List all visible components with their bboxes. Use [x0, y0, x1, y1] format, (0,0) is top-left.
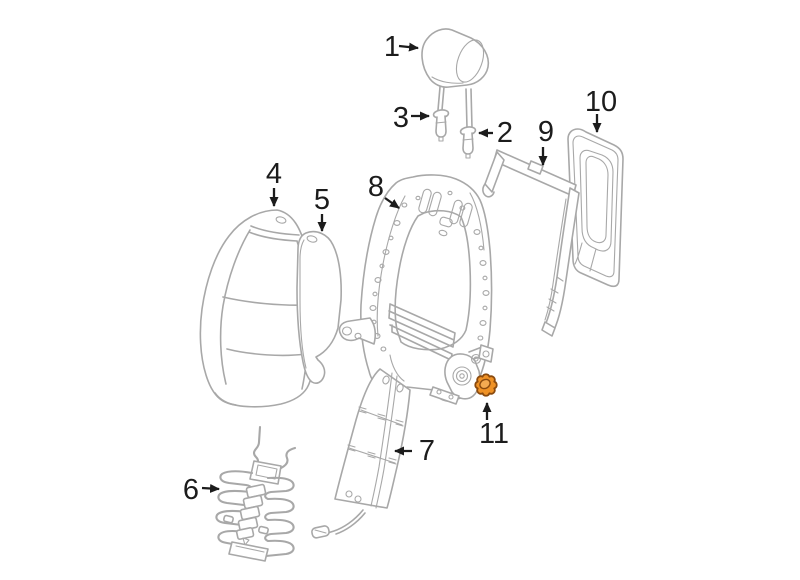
lumbar-top-wires [252, 425, 297, 470]
back-panel-recess [574, 149, 614, 272]
callout-7: 7 [394, 435, 435, 467]
trim-frame-leg-detail [544, 198, 567, 321]
callout-4: 4 [266, 158, 282, 207]
callout-2: 2 [478, 117, 513, 149]
callout-5-label: 5 [314, 184, 330, 216]
part-lumbar-support [215, 425, 297, 562]
callout-4-label: 4 [266, 158, 282, 190]
guide-left-detail [435, 121, 447, 142]
callout-1: 1 [384, 31, 419, 63]
trim-frame-top-bar [493, 149, 577, 197]
frame-recliner-plate [444, 353, 481, 400]
recliner-knob-center [479, 378, 491, 390]
frame-foot-holes [436, 389, 454, 400]
lumbar-bottom-bracket-inner [235, 545, 265, 553]
callout-8: 8 [368, 171, 400, 209]
frame-side-bracket [478, 344, 494, 363]
heater-pad-center-seam [370, 372, 398, 509]
trim-frame-left-arm [484, 151, 505, 193]
headrest-body [421, 28, 490, 88]
callout-5: 5 [314, 184, 330, 232]
lumbar-clip-left [223, 514, 234, 524]
frame-left-bracket [338, 317, 376, 345]
callout-1-label: 1 [384, 31, 400, 63]
heater-pad-outline [334, 368, 411, 509]
bolster-seam [299, 239, 307, 369]
part-headrest-guide-right [459, 126, 477, 159]
callout-6-arrow [201, 483, 220, 493]
heater-pad-ticks [347, 406, 404, 465]
heater-pad-bottom-holes [345, 490, 362, 503]
frame-holes [369, 190, 490, 352]
guide-right-body [462, 132, 474, 155]
bolster-outline [296, 230, 342, 384]
callout-3: 3 [393, 102, 430, 134]
frame-left-bracket-holes [341, 326, 362, 340]
heater-pad-cross-seams [348, 409, 403, 464]
trim-frame-left-hook [482, 183, 495, 198]
back-panel-inner-edge [572, 135, 619, 278]
callout-6: 6 [183, 474, 220, 506]
callout-10: 10 [585, 86, 617, 133]
callout-11: 11 [479, 402, 509, 450]
callout-1-arrow [398, 42, 419, 52]
heater-pad-hole-1 [382, 375, 390, 385]
callout-8-label: 8 [368, 171, 384, 203]
guide-right-detail [462, 138, 474, 159]
callout-8-arrow [384, 197, 400, 209]
callouts: 1 2 3 4 5 6 7 8 [183, 31, 617, 506]
callout-11-label: 11 [479, 418, 509, 450]
lumbar-triangle [242, 537, 250, 546]
heater-pad-hole-2 [396, 383, 404, 393]
part-recliner-knob-highlighted [474, 373, 498, 397]
part-back-panel [567, 128, 624, 288]
lumbar-top-bracket-inner [255, 464, 278, 480]
trim-frame-leg-endcap [541, 321, 556, 337]
bolster-button [306, 235, 318, 243]
lumbar-spring-right [264, 476, 295, 558]
guide-left-body [435, 115, 447, 138]
heater-connector-detail [314, 529, 327, 534]
headrest-underside [431, 76, 464, 84]
part-headrest-guide-left [432, 109, 450, 142]
callout-6-label: 6 [183, 474, 199, 506]
callout-9-label: 9 [538, 116, 554, 148]
callout-3-label: 3 [393, 102, 409, 134]
callout-2-label: 2 [497, 117, 513, 149]
cover-button [275, 216, 287, 224]
frame-opening [394, 209, 472, 351]
frame-side-bracket-hole [482, 350, 490, 358]
lumbar-spine [235, 483, 267, 540]
lumbar-clip-right [258, 525, 269, 535]
part-seat-frame [338, 174, 494, 405]
callout-10-label: 10 [585, 86, 617, 118]
callout-7-label: 7 [419, 435, 435, 467]
part-trim-frame [482, 149, 580, 337]
frame-headrest-slots [418, 188, 473, 237]
callout-9: 9 [538, 116, 554, 166]
headrest-endcap [455, 39, 485, 83]
part-heater-pad [311, 368, 411, 539]
frame-recliner-circles [452, 353, 482, 386]
part-side-bolster [296, 230, 342, 384]
part-headrest [421, 28, 490, 129]
